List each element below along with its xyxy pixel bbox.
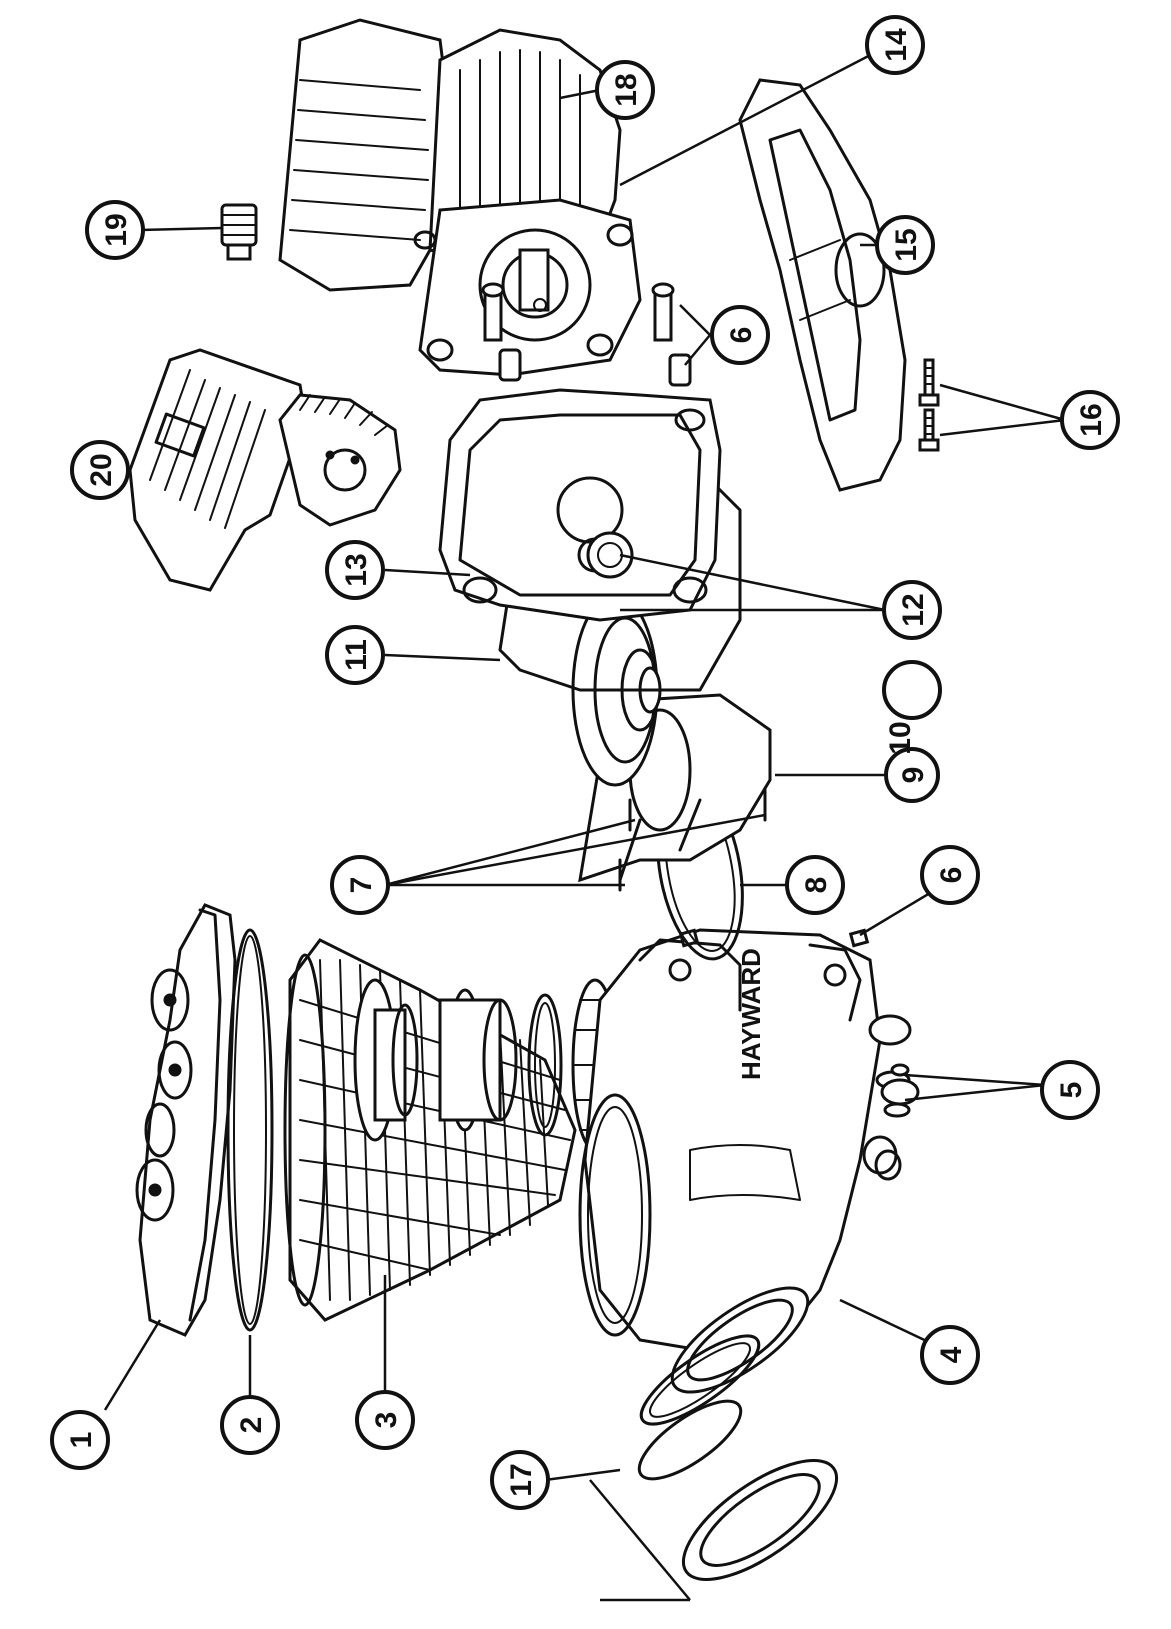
part-union-fittings-upper [353, 978, 619, 1152]
svg-text:7: 7 [345, 877, 378, 894]
svg-text:3: 3 [370, 1412, 403, 1429]
part-stand-screws [918, 358, 940, 452]
svg-text:14: 14 [880, 28, 913, 62]
callout-11: 11 [325, 625, 385, 685]
part-drive-unit [128, 348, 402, 592]
svg-text:4: 4 [935, 1346, 968, 1363]
callout-20: 20 [70, 440, 130, 500]
callout-19: 19 [85, 200, 145, 260]
callout-6-lower: 6 [920, 845, 980, 905]
svg-text:6: 6 [725, 327, 758, 344]
part-drain-plugs [868, 1014, 920, 1118]
callout-6-upper: 6 [710, 305, 770, 365]
callout-17: 17 [490, 1450, 550, 1510]
callout-12: 12 [882, 580, 942, 640]
part-cable-gland [220, 203, 258, 261]
callout-13: 13 [325, 540, 385, 600]
svg-text:16: 16 [1075, 403, 1108, 436]
callout-5: 5 [1040, 1060, 1100, 1120]
part-seal-plate [438, 388, 722, 622]
part-motor [278, 18, 642, 377]
svg-text:9: 9 [897, 767, 930, 784]
part-inlet-union [637, 1286, 839, 1581]
svg-text:5: 5 [1055, 1082, 1088, 1099]
svg-text:2: 2 [235, 1417, 268, 1434]
callout-15: 15 [875, 215, 935, 275]
svg-text:8: 8 [800, 877, 833, 894]
part-strainer-lid [135, 903, 237, 1337]
callout-14: 14 [865, 15, 925, 75]
svg-text:11: 11 [340, 639, 373, 671]
callout-3: 3 [355, 1390, 415, 1450]
callout-9: 9 [884, 747, 940, 803]
callout-1: 1 [50, 1410, 110, 1470]
svg-text:19: 19 [100, 213, 133, 246]
svg-text:12: 12 [897, 593, 930, 626]
svg-text:17: 17 [505, 1463, 538, 1496]
svg-text:15: 15 [890, 228, 923, 261]
part-strainer-basket [283, 938, 577, 1322]
part-bolts-upper [481, 282, 692, 387]
callout-7: 7 [330, 855, 390, 915]
callout-18: 18 [595, 60, 655, 120]
brand-label: HAYWARD [736, 948, 766, 1080]
callout-16: 16 [1060, 390, 1120, 450]
svg-text:10: 10 [884, 721, 917, 754]
part-motor-stand [738, 78, 907, 492]
svg-text:18: 18 [610, 73, 643, 106]
callout-4: 4 [920, 1325, 980, 1385]
svg-text:13: 13 [340, 553, 373, 586]
leader-lines [103, 48, 1066, 1602]
svg-text:6: 6 [935, 867, 968, 884]
part-lid-o-ring [226, 928, 274, 1332]
svg-text:1: 1 [65, 1432, 98, 1449]
callout-2: 2 [220, 1395, 280, 1455]
callout-10: 10 [882, 660, 942, 755]
svg-text:20: 20 [85, 453, 118, 486]
callout-8: 8 [785, 855, 845, 915]
part-pump-body [578, 928, 902, 1352]
